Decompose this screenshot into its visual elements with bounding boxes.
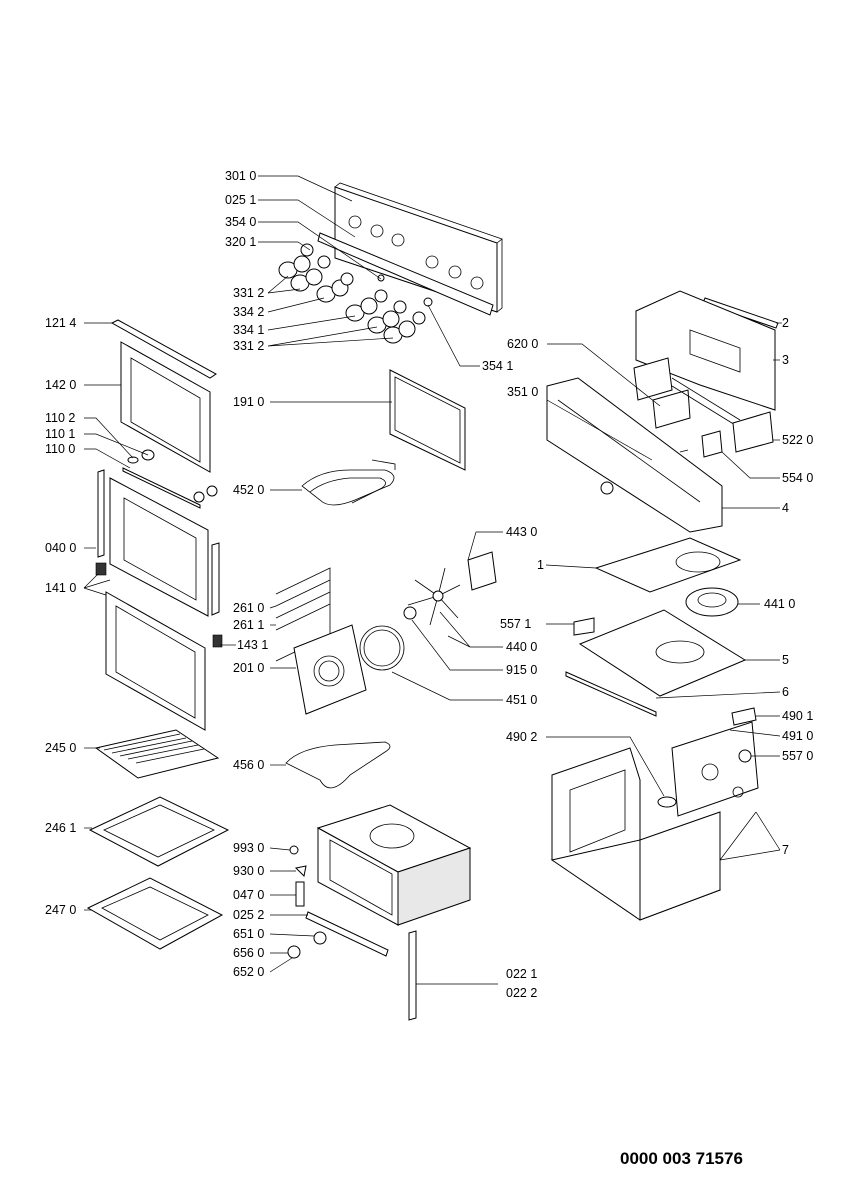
label-331-2-lower: 331 2 [233,339,264,353]
oven-cavity [287,804,472,1021]
label-141-0: 141 0 [45,581,76,595]
label-930-0: 930 0 [233,864,264,878]
label-5: 5 [782,653,789,667]
label-1: 1 [537,558,544,572]
label-334-1: 334 1 [233,323,264,337]
label-522-0: 522 0 [782,433,813,447]
label-247-0: 247 0 [45,903,76,917]
label-452-0: 452 0 [233,483,264,497]
part-labels: 301 0 025 1 354 0 320 1 331 2 334 2 334 … [45,169,813,1168]
label-440-0: 440 0 [506,640,537,654]
label-354-0: 354 0 [225,215,256,229]
label-110-2: 110 2 [45,411,75,425]
document-number: 0000 003 71576 [620,1149,743,1168]
label-022-2: 022 2 [506,986,537,1000]
label-4: 4 [782,501,789,515]
control-panel-group [278,182,503,344]
middle-components [275,369,497,789]
label-334-2: 334 2 [233,305,264,319]
trays-group [86,729,230,950]
label-451-0: 451 0 [506,693,537,707]
label-261-1: 261 1 [233,618,264,632]
label-652-0: 652 0 [233,965,264,979]
label-620-0: 620 0 [507,337,538,351]
label-245-0: 245 0 [45,741,76,755]
label-320-1: 320 1 [225,235,256,249]
label-557-1: 557 1 [500,617,531,631]
label-557-0: 557 0 [782,749,813,763]
door-group [95,319,223,731]
label-6: 6 [782,685,789,699]
label-121-4: 121 4 [45,316,76,330]
label-025-2: 025 2 [233,908,264,922]
label-047-0: 047 0 [233,888,264,902]
label-490-2: 490 2 [506,730,537,744]
label-142-0: 142 0 [45,378,76,392]
label-110-1: 110 1 [45,427,75,441]
label-025-1: 025 1 [225,193,256,207]
label-490-1: 490 1 [782,709,813,723]
label-993-0: 993 0 [233,841,264,855]
leader-lines [83,175,782,985]
label-443-0: 443 0 [506,525,537,539]
right-components [546,290,779,921]
label-2: 2 [782,316,789,330]
label-331-2-upper: 331 2 [233,286,264,300]
label-261-0: 261 0 [233,601,264,615]
label-191-0: 191 0 [233,395,264,409]
label-201-0: 201 0 [233,661,264,675]
label-246-1: 246 1 [45,821,76,835]
label-491-0: 491 0 [782,729,813,743]
label-7: 7 [782,843,789,857]
label-554-0: 554 0 [782,471,813,485]
label-656-0: 656 0 [233,946,264,960]
label-301-0: 301 0 [225,169,256,183]
label-3: 3 [782,353,789,367]
label-456-0: 456 0 [233,758,264,772]
label-040-0: 040 0 [45,541,76,555]
label-915-0: 915 0 [506,663,537,677]
label-351-0: 351 0 [507,385,538,399]
label-354-1: 354 1 [482,359,513,373]
label-651-0: 651 0 [233,927,264,941]
label-143-1: 143 1 [237,638,268,652]
label-441-0: 441 0 [764,597,795,611]
label-110-0: 110 0 [45,442,75,456]
label-022-1: 022 1 [506,967,537,981]
